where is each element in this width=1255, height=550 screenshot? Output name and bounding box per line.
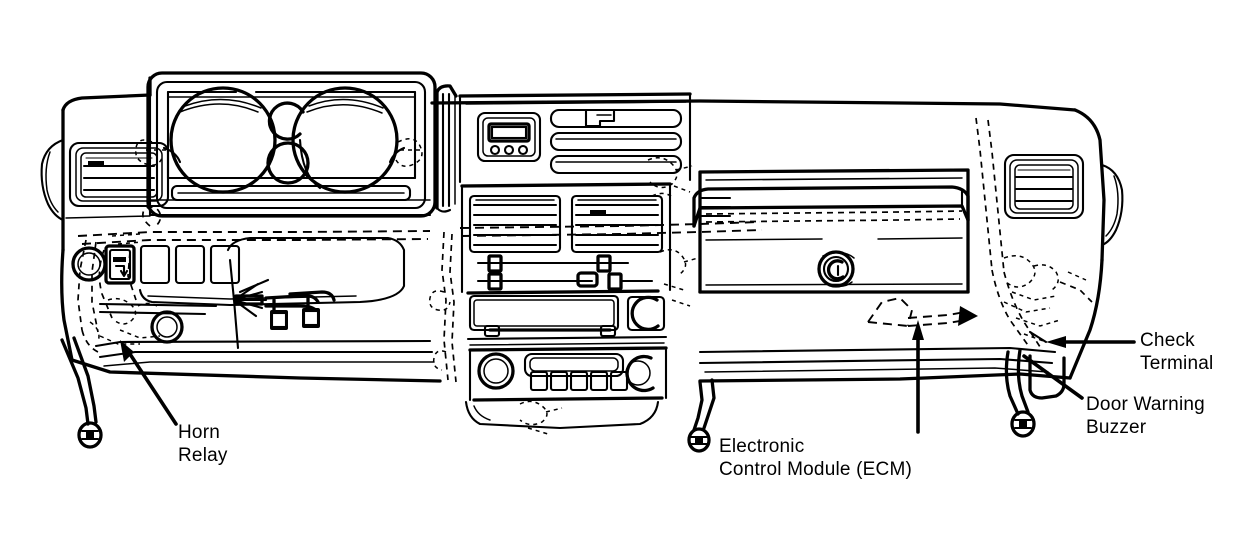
center-console-vents [460,182,672,294]
column-trim-slot [435,84,458,213]
center-console-upper [458,92,692,184]
callout-leaders [120,320,1136,434]
connector-pigtail-left [60,336,103,449]
connector-pigtail-right [1004,348,1066,438]
callout-line-2: Buzzer [1086,417,1147,438]
callout-line-1: Electronic [719,436,805,457]
callout-line-1: Check [1140,330,1195,351]
instrument-cluster [134,71,437,218]
callout-line-1: Door Warning [1086,394,1205,415]
callout-line-1: Horn [178,422,220,443]
wiring-harness-dashed [77,117,1093,435]
left-air-vent [68,141,170,208]
right-air-vent [1003,153,1085,220]
glove-box [692,168,970,294]
connector-pigtail-center [687,378,716,453]
radio-cassette-unit [464,289,668,430]
callout-line-2: Terminal [1140,353,1214,374]
callout-line-2: Relay [178,445,228,466]
wire-bundle-connectors [228,258,336,350]
left-switch-panel [71,236,406,344]
callout-line-2: Control Module (ECM) [719,459,912,480]
dashboard-body-outline [40,76,1124,383]
